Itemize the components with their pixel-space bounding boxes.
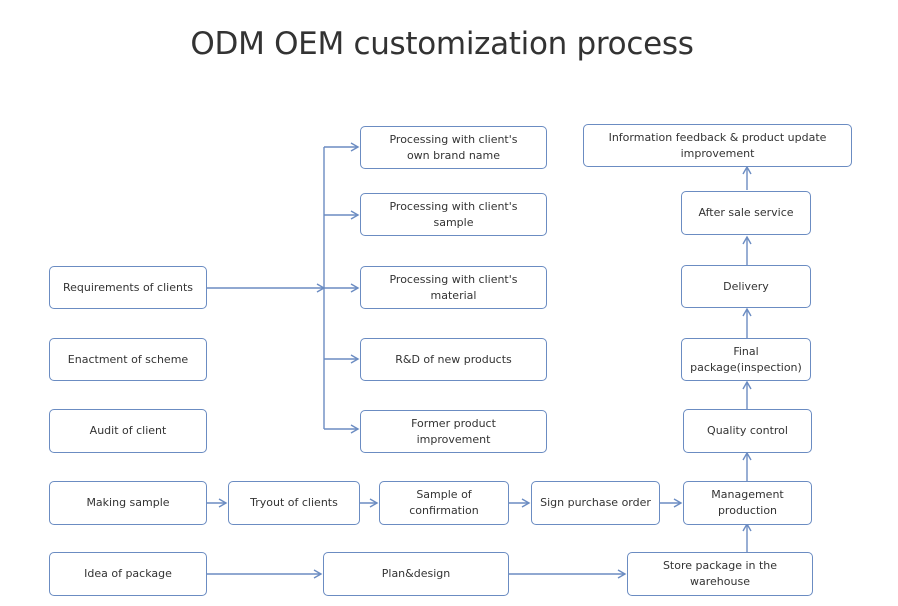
delivery-box: Delivery — [681, 265, 811, 308]
audit-box: Audit of client — [49, 409, 207, 453]
enactment-box: Enactment of scheme — [49, 338, 207, 381]
diagram-title: ODM OEM customization process — [190, 26, 694, 62]
own-brand-box: Processing with client's own brand name — [360, 126, 547, 169]
client-material-box: Processing with client's material — [360, 266, 547, 309]
plan-design-box: Plan&design — [323, 552, 509, 596]
rnd-box: R&D of new products — [360, 338, 547, 381]
store-package-box: Store package in the warehouse — [627, 552, 813, 596]
purchase-order-box: Sign purchase order — [531, 481, 660, 525]
confirmation-box: Sample of confirmation — [379, 481, 509, 525]
quality-control-box: Quality control — [683, 409, 812, 453]
feedback-box: Information feedback & product update im… — [583, 124, 852, 167]
making-sample-box: Making sample — [49, 481, 207, 525]
management-production-box: Management production — [683, 481, 812, 525]
idea-package-box: Idea of package — [49, 552, 207, 596]
former-product-box: Former product improvement — [360, 410, 547, 453]
final-package-box: Final package(inspection) — [681, 338, 811, 381]
after-sale-box: After sale service — [681, 191, 811, 235]
requirements-box: Requirements of clients — [49, 266, 207, 309]
client-sample-box: Processing with client's sample — [360, 193, 547, 236]
tryout-box: Tryout of clients — [228, 481, 360, 525]
